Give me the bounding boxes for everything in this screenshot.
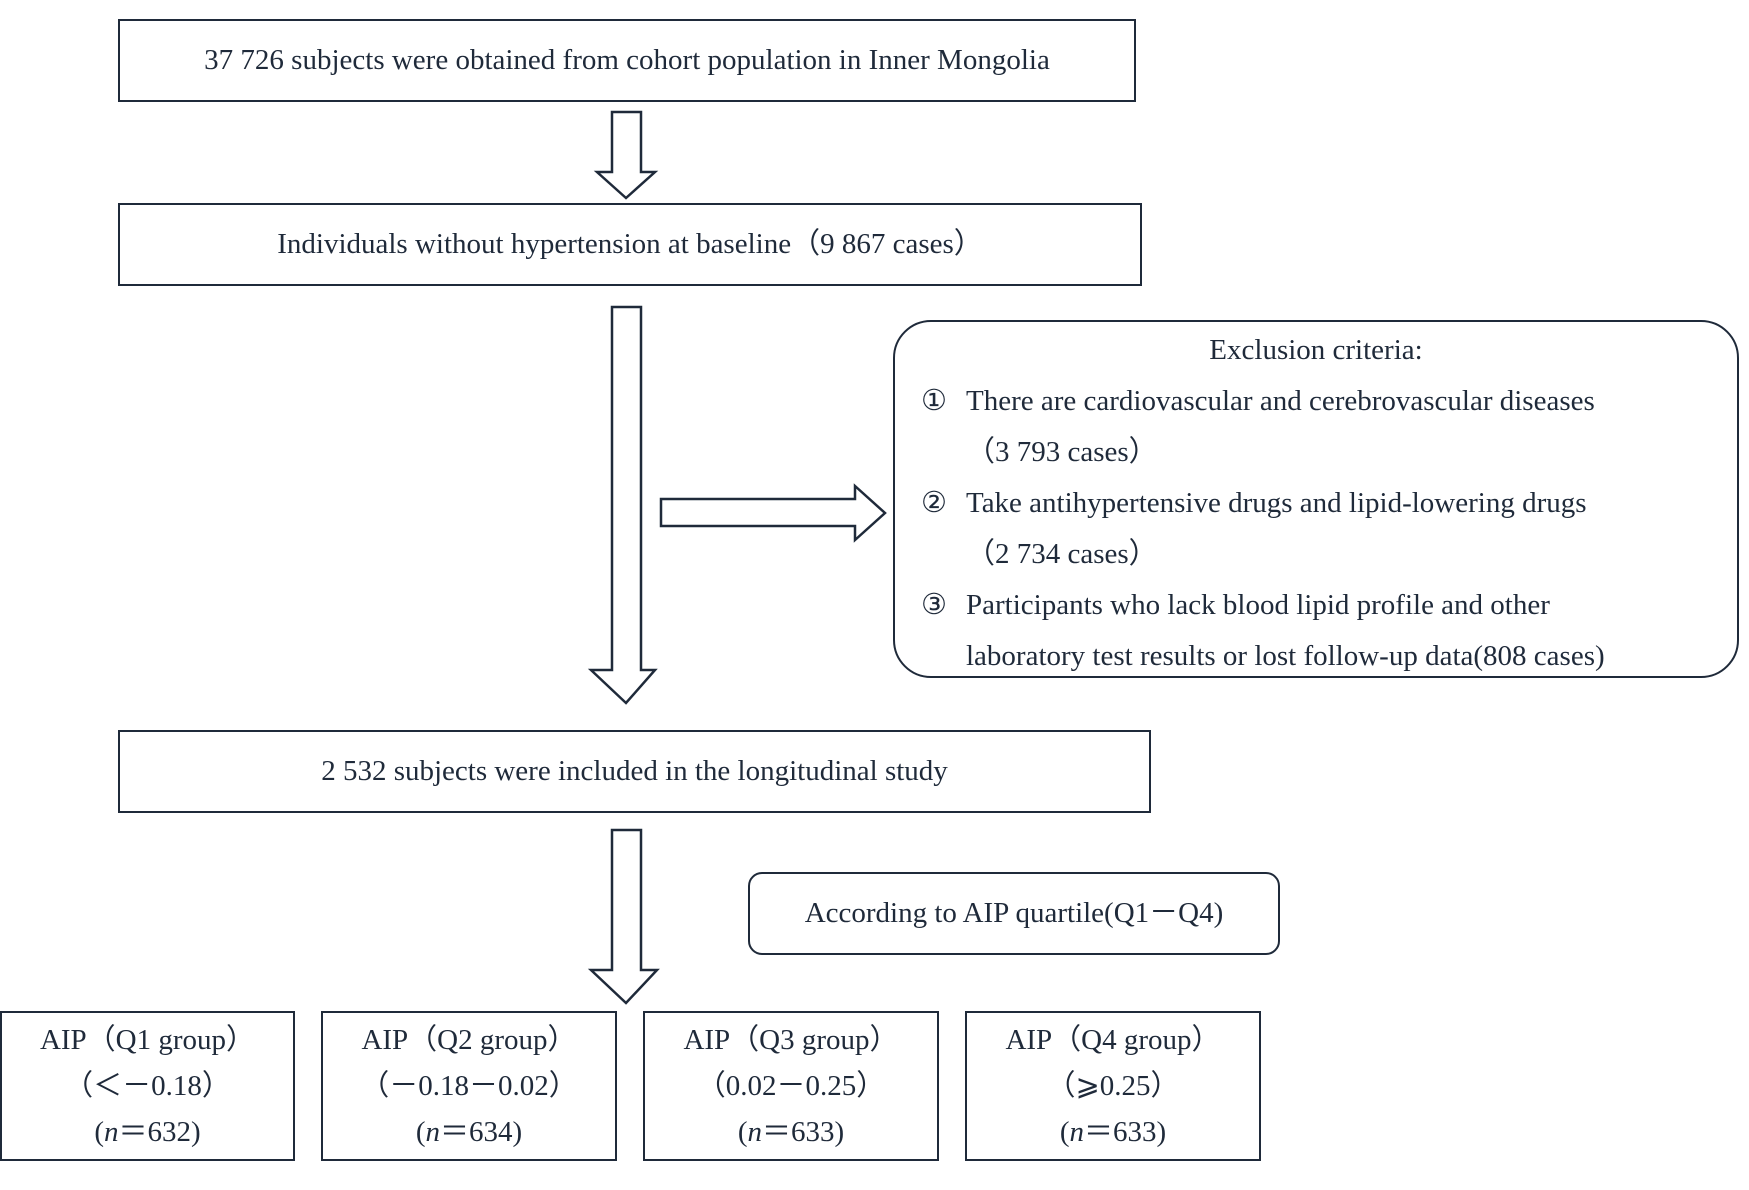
group-q2-n-value: ＝634) <box>440 1116 523 1148</box>
baseline-box: Individuals without hypertension at base… <box>118 203 1142 286</box>
group-q4-n-var: n <box>1069 1116 1085 1148</box>
group-q3-n: (n＝633) <box>738 1109 844 1155</box>
group-q2-range: （－0.18－0.02） <box>360 1070 578 1102</box>
included-text: 2 532 subjects were included in the long… <box>321 755 948 788</box>
group-box-q1: AIP（Q1 group） （＜－0.18） (n＝632) <box>0 1011 295 1161</box>
group-q1-n-var: n <box>104 1116 119 1148</box>
exclusion-item-2-line1: Take antihypertensive drugs and lipid-lo… <box>966 487 1587 519</box>
cohort-box: 37 726 subjects were obtained from cohor… <box>118 19 1136 102</box>
exclusion-item-3-line2: laboratory test results or lost follow-u… <box>966 640 1605 672</box>
stratify-box: According to AIP quartile(Q1－Q4) <box>748 872 1280 955</box>
arrow-down-1 <box>593 110 659 200</box>
group-q1-n-prefix: ( <box>94 1116 104 1148</box>
group-q2-n-prefix: ( <box>415 1116 426 1148</box>
baseline-text: Individuals without hypertension at base… <box>277 228 983 261</box>
group-q3-n-prefix: ( <box>737 1116 748 1148</box>
stratify-text: According to AIP quartile(Q1－Q4) <box>804 897 1224 930</box>
group-box-q3: AIP（Q3 group） （0.02－0.25） (n＝633) <box>643 1011 939 1161</box>
exclusion-criteria-box: Exclusion criteria: ① There are cardiova… <box>893 320 1739 678</box>
group-q1-label: AIP（Q1 group） <box>39 1024 256 1056</box>
exclusion-item-2-line2: （2 734 cases） <box>966 538 1158 570</box>
group-q3-label: AIP（Q3 group） <box>683 1024 899 1056</box>
group-q3-n-var: n <box>747 1116 763 1148</box>
exclusion-item-1-line2: （3 793 cases） <box>966 436 1158 468</box>
group-q1-n: (n＝632) <box>94 1109 200 1155</box>
cohort-text: 37 726 subjects were obtained from cohor… <box>204 44 1050 77</box>
group-q2-n-var: n <box>425 1116 441 1148</box>
exclusion-item-1-line1: There are cardiovascular and cerebrovasc… <box>966 385 1595 417</box>
group-q4-range: （⩾0.25） <box>1046 1070 1180 1102</box>
exclusion-title: Exclusion criteria: <box>1209 334 1423 366</box>
exclusion-item-2: ② Take antihypertensive drugs and lipid-… <box>895 478 1737 580</box>
exclusion-number-3: ③ <box>921 589 947 621</box>
group-q4-n-prefix: ( <box>1059 1116 1070 1148</box>
group-q2-label: AIP（Q2 group） <box>361 1024 577 1056</box>
group-box-q4: AIP（Q4 group） （⩾0.25） (n＝633) <box>965 1011 1261 1161</box>
group-q1-range: （＜－0.18） <box>64 1070 231 1102</box>
arrow-down-3 <box>587 828 660 1005</box>
group-q3-range: （0.02－0.25） <box>696 1070 886 1102</box>
group-q4-n: (n＝633) <box>1060 1109 1166 1155</box>
exclusion-item-3: ③ Participants who lack blood lipid prof… <box>895 580 1737 682</box>
group-q1-n-value: ＝632) <box>118 1116 201 1148</box>
arrow-right-exclusion <box>659 483 887 543</box>
exclusion-number-2: ② <box>921 487 947 519</box>
group-q4-label: AIP（Q4 group） <box>1005 1024 1221 1056</box>
exclusion-number-1: ① <box>921 385 947 417</box>
exclusion-item-3-line1: Participants who lack blood lipid profil… <box>966 589 1550 621</box>
group-q3-n-value: ＝633) <box>762 1116 845 1148</box>
exclusion-item-1: ① There are cardiovascular and cerebrova… <box>895 376 1737 478</box>
included-box: 2 532 subjects were included in the long… <box>118 730 1151 813</box>
arrow-down-2 <box>587 305 658 705</box>
group-q4-n-value: ＝633) <box>1084 1116 1167 1148</box>
group-box-q2: AIP（Q2 group） （－0.18－0.02） (n＝634) <box>321 1011 617 1161</box>
group-q2-n: (n＝634) <box>416 1109 522 1155</box>
